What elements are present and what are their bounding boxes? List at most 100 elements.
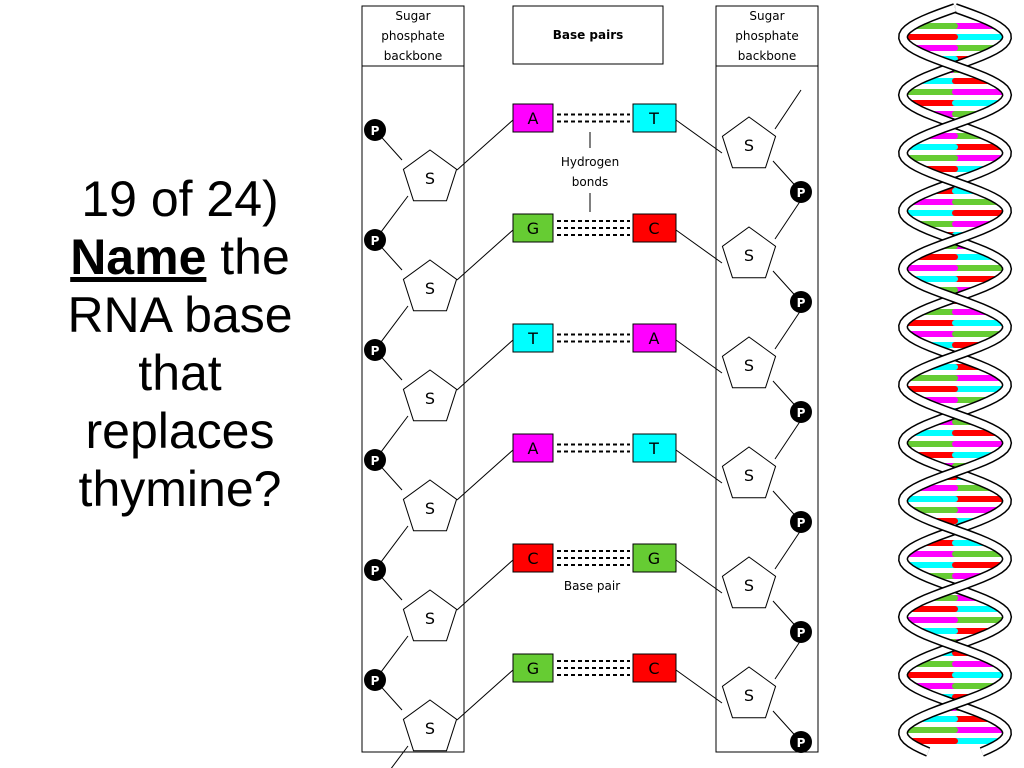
- glycosidic-bond: [675, 559, 723, 594]
- glycosidic-bond: [675, 119, 723, 154]
- right-base-letter: T: [648, 439, 659, 458]
- right-header-line-1: Sugar: [749, 9, 784, 23]
- question-line-5: thymine?: [78, 461, 282, 517]
- right-phosphate: [790, 181, 812, 203]
- right-sugar: [721, 556, 777, 609]
- left-sugar: [402, 699, 458, 752]
- left-sugar-label: S: [425, 499, 435, 518]
- right-phosphate: [790, 511, 812, 533]
- left-phosphate: [364, 449, 386, 471]
- glycosidic-bond: [456, 119, 514, 171]
- right-sugar: [721, 446, 777, 499]
- left-header-line-1: Sugar: [395, 9, 430, 23]
- left-base: [512, 433, 554, 463]
- right-phosphate-label: P: [797, 736, 806, 750]
- name-emphasis: Name: [70, 229, 207, 285]
- glycosidic-bond: [456, 559, 514, 611]
- left-phosphate-label: P: [371, 564, 380, 578]
- left-sugar: [402, 149, 458, 202]
- right-header-line-2: phosphate: [735, 29, 798, 43]
- left-phosphate: [364, 119, 386, 141]
- right-sugar-label: S: [744, 246, 754, 265]
- left-sugar: [402, 479, 458, 532]
- right-backbone-column: [715, 5, 819, 753]
- right-base-letter: C: [648, 219, 659, 238]
- right-phosphate-label: P: [797, 296, 806, 310]
- left-base-letter: C: [527, 549, 538, 568]
- left-phosphate: [364, 339, 386, 361]
- right-phosphate-label: P: [797, 516, 806, 530]
- question-text: 19 of 24) Name the RNA base that replace…: [10, 170, 350, 518]
- left-base: [512, 323, 554, 353]
- right-base-letter: T: [648, 109, 659, 128]
- left-base-letter: G: [527, 659, 539, 678]
- right-base: [632, 653, 677, 683]
- base-pair-row: S S A T: [374, 419, 802, 571]
- helix-strand: [899, 4, 1011, 756]
- right-base: [632, 103, 677, 133]
- left-base: [512, 213, 554, 243]
- left-phosphate-label: P: [371, 234, 380, 248]
- left-phosphate: [364, 559, 386, 581]
- left-phosphate-label: P: [371, 124, 380, 138]
- left-base: [512, 653, 554, 683]
- question-line-1-rest: the: [206, 229, 290, 285]
- left-base-letter: G: [527, 219, 539, 238]
- base-pair-row: S S T A: [374, 309, 802, 461]
- right-phosphate-label: P: [797, 626, 806, 640]
- right-phosphate: [790, 621, 812, 643]
- glycosidic-bond: [675, 669, 723, 704]
- right-phosphate-label: P: [797, 186, 806, 200]
- right-base: [632, 213, 677, 243]
- glycosidic-bond: [456, 229, 514, 281]
- right-sugar-label: S: [744, 466, 754, 485]
- question-number: 19 of 24): [81, 171, 279, 227]
- right-sugar-label: S: [744, 686, 754, 705]
- right-base: [632, 543, 677, 573]
- right-base: [632, 433, 677, 463]
- right-base-letter: A: [649, 329, 660, 348]
- glycosidic-bond: [675, 339, 723, 374]
- right-phosphate-label: P: [797, 406, 806, 420]
- right-phosphate: [790, 731, 812, 753]
- hydrogen-label-line-2: bonds: [572, 175, 608, 189]
- backbone-bond: [774, 89, 802, 130]
- right-sugar-label: S: [744, 356, 754, 375]
- left-phosphate-label: P: [371, 344, 380, 358]
- right-sugar: [721, 116, 777, 169]
- left-base-letter: T: [527, 329, 538, 348]
- left-base: [512, 103, 554, 133]
- right-base: [632, 323, 677, 353]
- question-line-3: that: [138, 345, 222, 401]
- left-sugar: [402, 589, 458, 642]
- right-sugar: [721, 666, 777, 719]
- backbone-bond: [390, 745, 409, 768]
- base-pair-label: Base pair: [564, 579, 620, 593]
- right-sugar-label: S: [744, 576, 754, 595]
- backbone-bond: [774, 639, 802, 680]
- left-header-line-2: phosphate: [381, 29, 444, 43]
- backbone-bond: [774, 199, 802, 240]
- left-backbone-column: [361, 5, 465, 753]
- left-sugar: [402, 259, 458, 312]
- left-base-letter: A: [528, 439, 539, 458]
- base-pair-row: S S C G: [374, 529, 802, 681]
- left-header-line-3: backbone: [384, 49, 442, 63]
- right-base-letter: G: [648, 549, 660, 568]
- center-header-box: [512, 5, 664, 65]
- left-phosphate-label: P: [371, 674, 380, 688]
- question-line-1: Name the: [10, 228, 350, 286]
- glycosidic-bond: [675, 449, 723, 484]
- right-sugar-label: S: [744, 136, 754, 155]
- left-sugar-label: S: [425, 609, 435, 628]
- glycosidic-bond: [456, 669, 514, 721]
- right-sugar: [721, 336, 777, 389]
- left-sugar-label: S: [425, 389, 435, 408]
- glycosidic-bond: [456, 449, 514, 501]
- left-sugar: [402, 369, 458, 422]
- left-base-letter: A: [528, 109, 539, 128]
- left-phosphate: [364, 229, 386, 251]
